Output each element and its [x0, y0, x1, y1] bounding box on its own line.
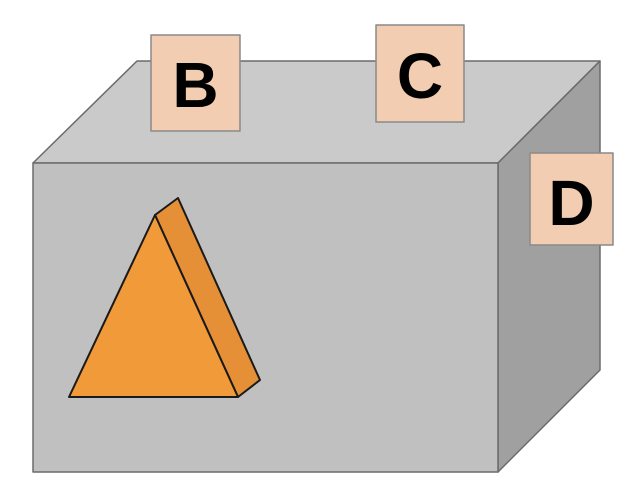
label-b-text: B — [172, 49, 218, 121]
label-c: C — [375, 24, 465, 123]
label-c-text: C — [397, 40, 443, 112]
label-d-box — [529, 152, 614, 246]
label-b-box — [150, 34, 241, 132]
triangle-front-face — [68, 214, 239, 398]
label-c-box — [375, 24, 465, 123]
box-front-face — [32, 162, 499, 473]
label-d: D — [529, 152, 614, 246]
label-d-text: D — [548, 167, 594, 239]
label-b: B — [150, 34, 241, 132]
